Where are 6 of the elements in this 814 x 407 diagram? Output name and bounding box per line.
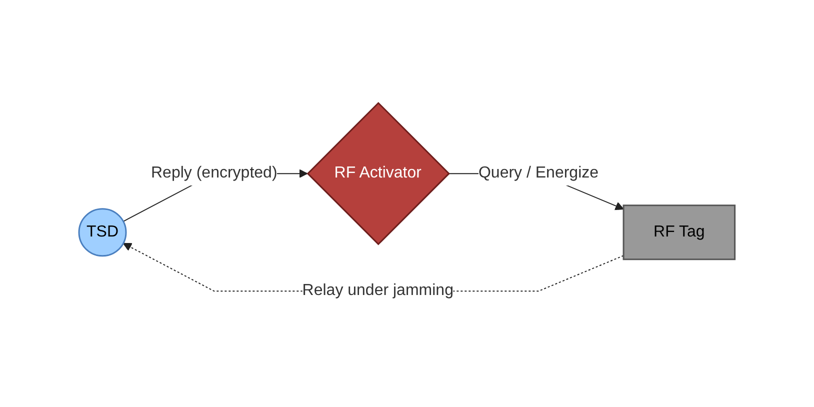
node-diamond: RF Activator bbox=[306, 102, 450, 246]
edge-label: Relay under jamming bbox=[302, 282, 454, 300]
edge-label: Reply (encrypted) bbox=[151, 164, 278, 182]
node-box: RF Tag bbox=[622, 205, 736, 261]
node-circle: TSD bbox=[78, 208, 127, 258]
edge-label: Query / Energize bbox=[478, 164, 599, 182]
